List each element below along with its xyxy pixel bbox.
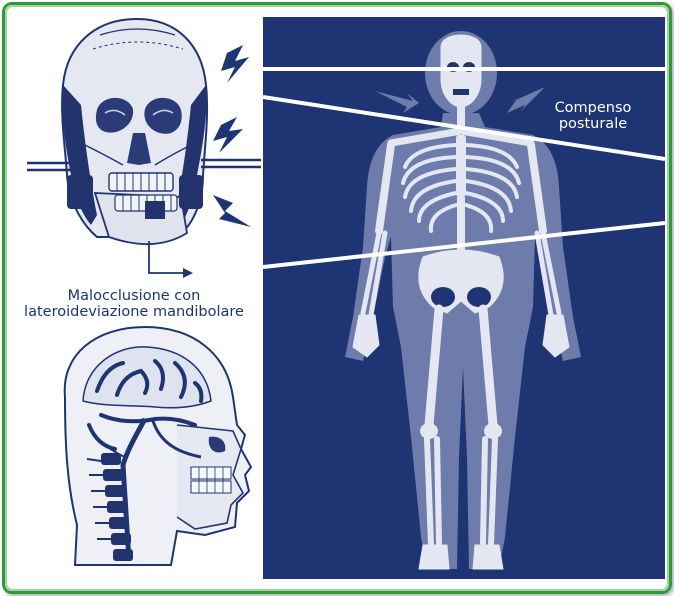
- compensation-caption: Compenso posturale: [533, 100, 653, 132]
- malocclusion-caption-line1: Malocclusione con: [9, 288, 259, 304]
- skull-illustration: [27, 19, 261, 278]
- head-spine-illustration: [65, 327, 251, 565]
- malocclusion-caption: Malocclusione con lateroideviazione mand…: [9, 288, 259, 320]
- compensation-caption-line2: posturale: [533, 116, 653, 132]
- left-illustrations: Malocclusione con lateroideviazione mand…: [5, 5, 263, 591]
- malocclusion-caption-line2: lateroideviazione mandibolare: [9, 304, 259, 320]
- compensation-caption-line1: Compenso: [533, 100, 653, 116]
